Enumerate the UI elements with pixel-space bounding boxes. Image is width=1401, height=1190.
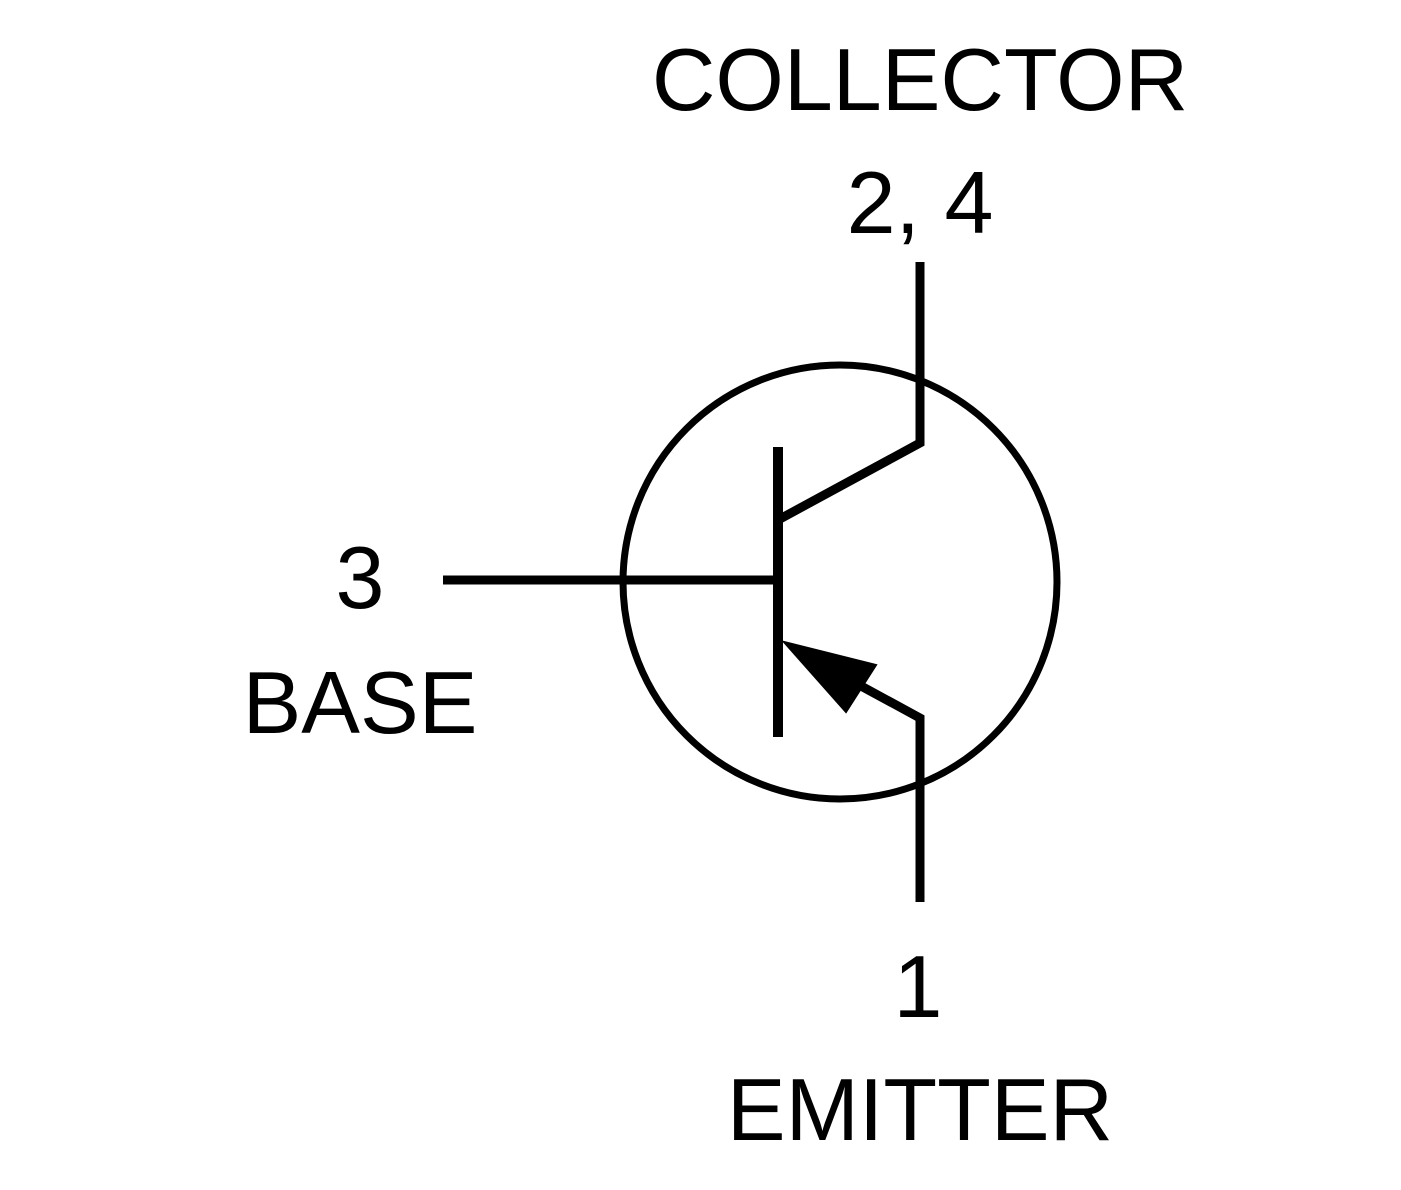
collector-lead [775,262,925,524]
base-pin-number: 3 [336,528,385,627]
collector-pin-numbers: 2, 4 [847,153,994,252]
emitter-pin-number: 1 [894,937,943,1036]
collector-label: COLLECTOR [652,30,1188,129]
base-label: BASE [243,653,478,752]
emitter-lead [847,676,925,902]
emitter-arrow-icon [781,640,878,714]
emitter-label: EMITTER [727,1060,1113,1159]
